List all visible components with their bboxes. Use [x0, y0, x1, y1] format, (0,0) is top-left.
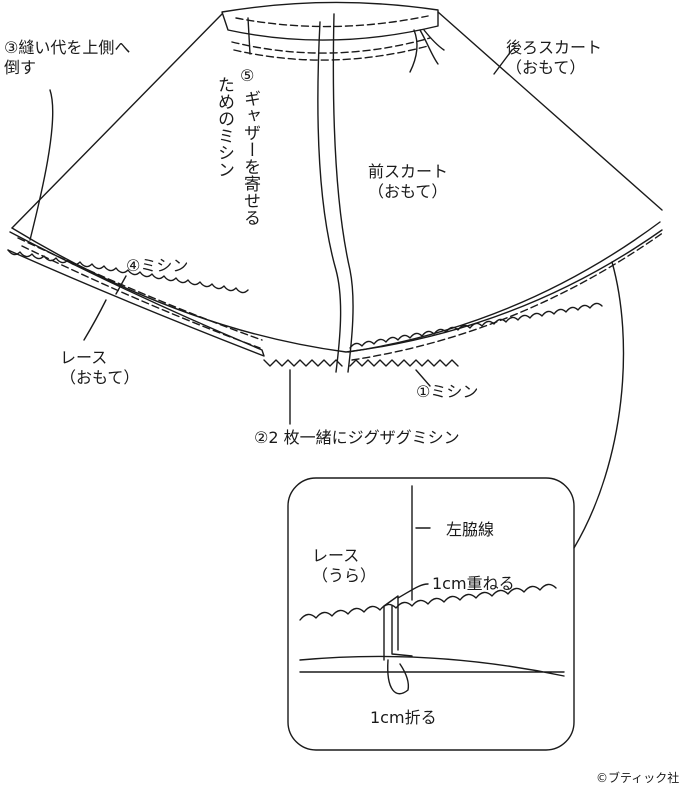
hem-stitch-left [17, 237, 263, 341]
detail-box [287, 477, 575, 751]
ribbon [409, 29, 445, 73]
detail-fold [383, 595, 413, 661]
step1-label: ①ミシン [416, 382, 479, 401]
gather-stitch-line [231, 37, 431, 54]
detail-hem-lines [299, 655, 565, 677]
waistband [221, 1, 439, 41]
center-seam-edge [332, 13, 354, 373]
center-seam [317, 21, 342, 373]
zigzag-stitch [263, 359, 459, 367]
lace-front-label: レース （おもて） [60, 348, 140, 387]
step5-number: ⑤ [240, 66, 255, 85]
hem-stitch-right [351, 231, 665, 361]
leader-callout [573, 261, 625, 549]
leader-step5 [247, 17, 251, 55]
detail-fold-leader [387, 659, 410, 695]
back-skirt-label: 後ろスカート （おもて） [506, 38, 603, 77]
lace-scallop-right [349, 302, 603, 349]
overlap-label: 1cm重ねる [432, 574, 515, 593]
step2-label: ②2 枚一緒にジグザグミシン [254, 428, 460, 447]
hem-stitch-left-2 [21, 245, 261, 349]
side-seam-label: 左脇線 [446, 520, 495, 539]
skirt-hem [11, 227, 663, 353]
copyright: ©ブティック社 [596, 771, 680, 785]
detail-overlap-leader [397, 583, 429, 599]
leader-step3 [29, 89, 54, 241]
step3-label: ③縫い代を上側へ 倒す [4, 38, 131, 77]
skirt-right-edge [437, 11, 663, 211]
fold-label: 1cm折る [370, 708, 437, 727]
lace-scallop-left [7, 249, 249, 294]
waistband-gather-stitch [235, 15, 429, 28]
step4-label: ④ミシン [126, 256, 189, 275]
front-skirt-label: 前スカート （おもて） [368, 162, 449, 201]
lace-trim-right [347, 221, 661, 353]
leader-step1 [415, 369, 431, 387]
step5-label: ギャザーを寄せる [240, 90, 260, 226]
gather-stitch-line-2 [233, 45, 429, 61]
leader-lace [83, 299, 107, 341]
detail-lace-scallop [299, 583, 557, 621]
skirt-left-edge [11, 13, 223, 229]
leader-step4 [115, 275, 127, 295]
lace-back-label: レース （うら） [312, 546, 377, 585]
leader-back [493, 49, 513, 75]
step5-label-2: ためのミシン [214, 76, 234, 178]
lace-trim-left [7, 231, 265, 357]
